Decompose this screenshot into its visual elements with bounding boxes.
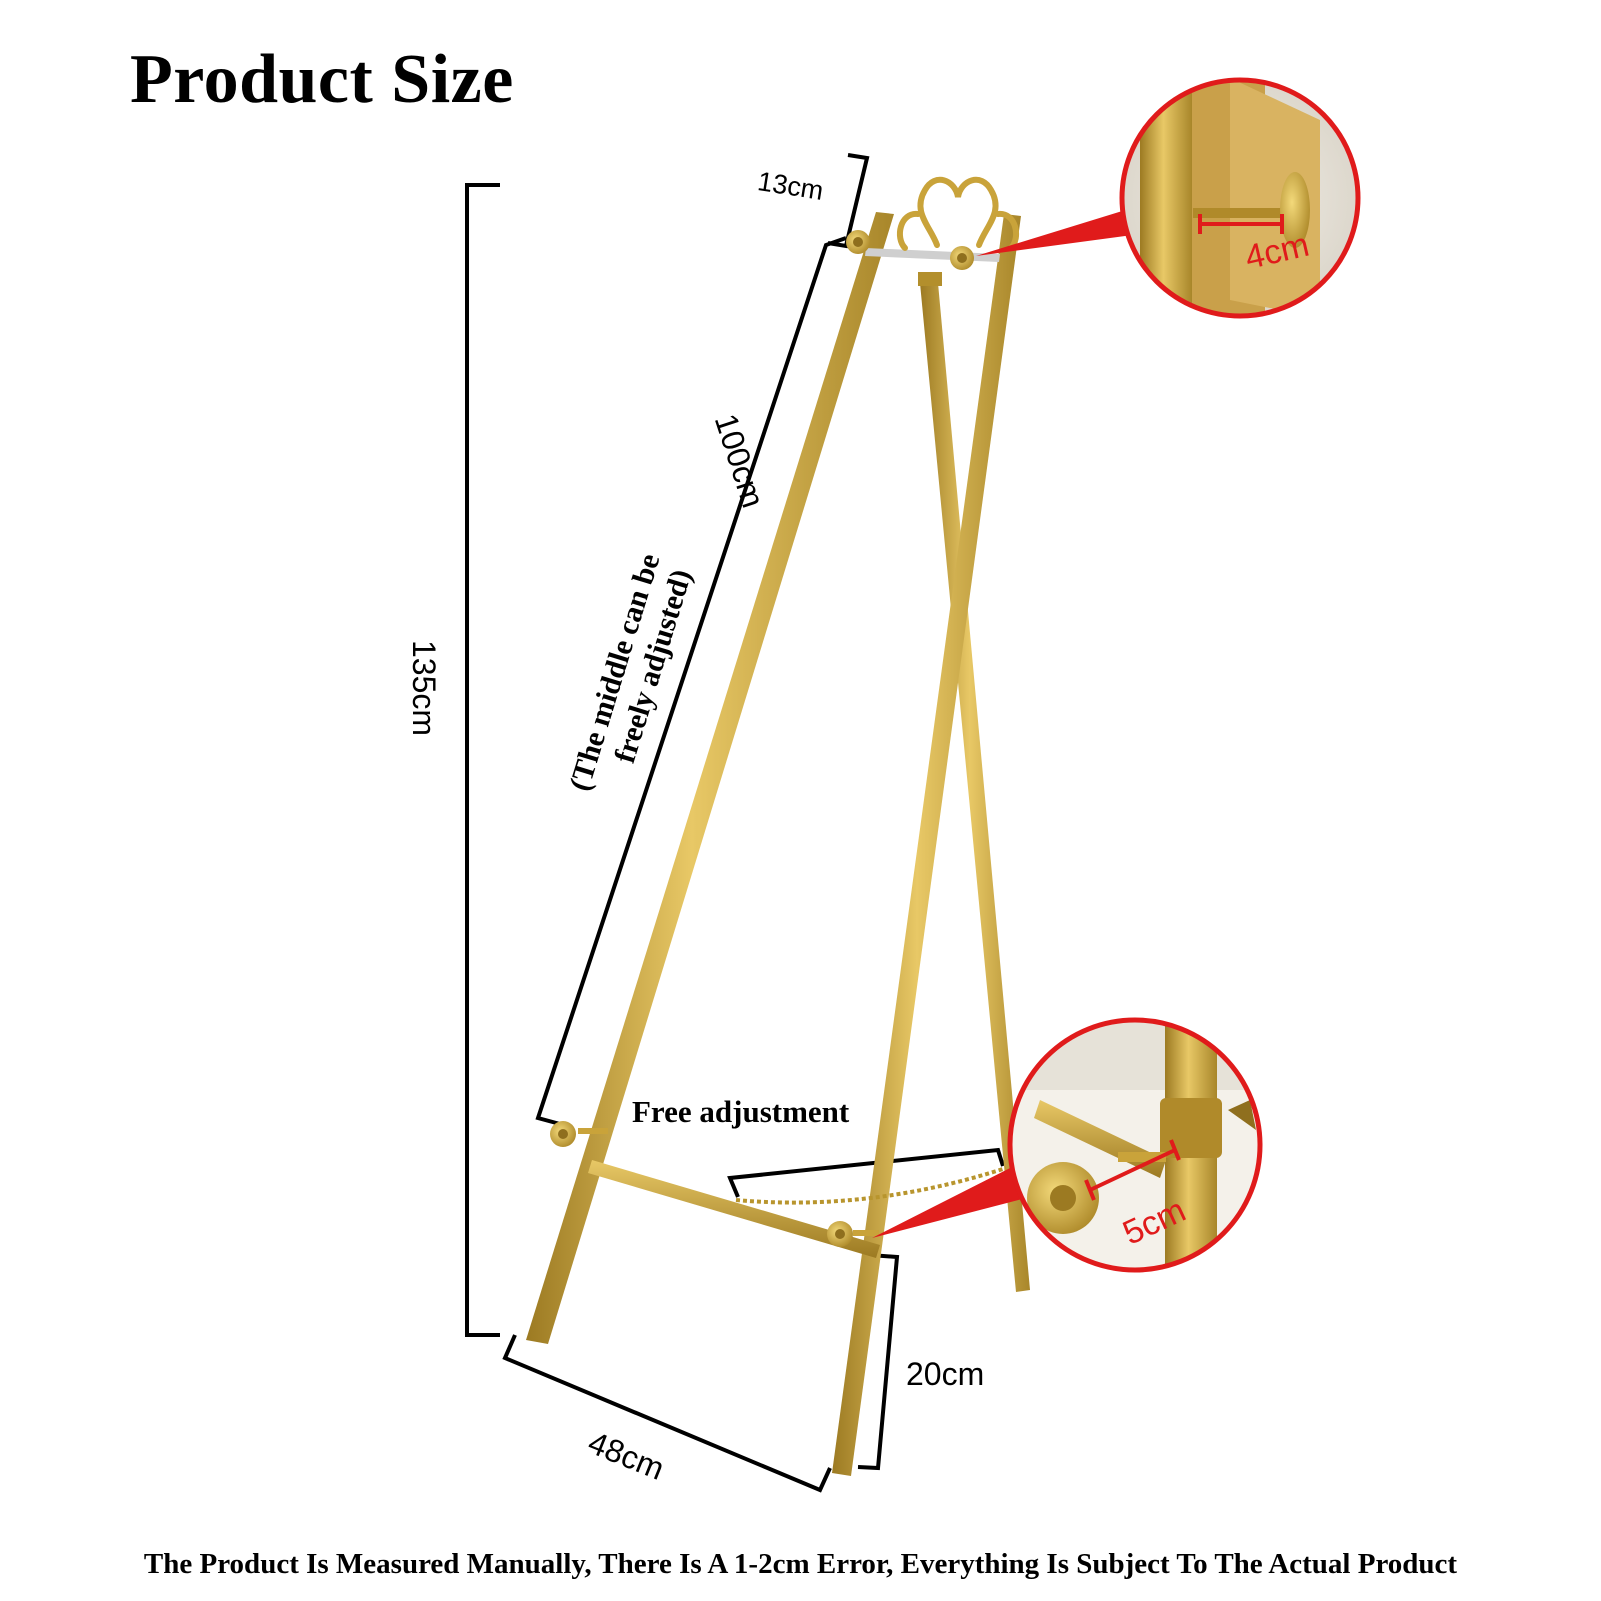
free-adjustment-label: Free adjustment — [632, 1094, 850, 1129]
dimension-free-adjust-bracket — [727, 1147, 1005, 1198]
foot-height-label: 20cm — [906, 1356, 985, 1392]
dimension-foot-bracket — [857, 1253, 900, 1471]
callout-pointer-bottom — [872, 1162, 1034, 1238]
page-title: Product Size — [130, 41, 514, 118]
detail-circle-top — [1119, 77, 1361, 319]
rosette-tray-left — [550, 1121, 576, 1147]
dimension-base-bracket — [502, 1334, 832, 1493]
easel-frame — [526, 176, 1030, 1476]
height-label: 135cm — [406, 640, 442, 737]
dimension-leg-line — [535, 236, 847, 1126]
callout-pointer-top — [976, 208, 1140, 256]
rear-leg — [920, 283, 1030, 1292]
detail-circle-bottom — [1007, 1017, 1263, 1273]
rosette-top-left — [846, 230, 870, 254]
front-right-leg — [832, 214, 1021, 1476]
dimension-height-bracket — [465, 183, 500, 1337]
rosette-top-right — [950, 246, 974, 270]
rosette-tray-right — [827, 1221, 853, 1247]
dimension-top-bracket — [827, 153, 870, 249]
heart-crest — [896, 176, 1020, 251]
front-left-leg — [526, 212, 894, 1344]
chain — [735, 1166, 1007, 1205]
tray-bar — [588, 1160, 880, 1258]
disclaimer-footer: The Product Is Measured Manually, There … — [143, 1548, 1458, 1580]
